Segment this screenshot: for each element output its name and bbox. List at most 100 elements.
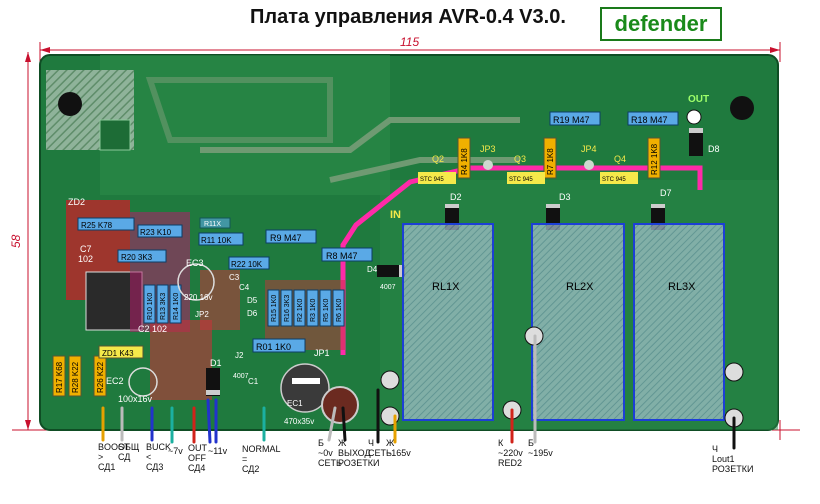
c3-label: C3 <box>229 273 240 282</box>
resistor-r19: R19 M47 <box>549 111 601 126</box>
d6-label: D6 <box>247 309 258 318</box>
q2-label: Q2 <box>432 154 444 164</box>
pad-square <box>99 119 131 151</box>
resistor-r11: R11 10K <box>198 232 244 246</box>
jp4-label: JP4 <box>581 144 597 154</box>
svg-text:R6 1K0: R6 1K0 <box>336 299 343 322</box>
d4-diode <box>377 265 405 277</box>
jp3-pad <box>483 160 493 170</box>
d8-label: D8 <box>708 144 720 154</box>
jp3-label: JP3 <box>480 144 496 154</box>
c7-label: C7 <box>80 244 92 254</box>
relay-rl3x: RL3X <box>633 223 725 421</box>
svg-text:R9 M47: R9 M47 <box>270 233 302 243</box>
d3-label: D3 <box>559 192 571 202</box>
height-dimension-label: 58 <box>9 234 23 248</box>
ec1-capacitor <box>280 363 330 413</box>
c1-label: C1 <box>248 377 259 386</box>
height-dimension: 58 <box>9 52 31 430</box>
mounting-hole-right <box>730 96 754 120</box>
d5-label: D5 <box>247 296 258 305</box>
jp1-label: JP1 <box>314 348 330 358</box>
svg-text:R8 M47: R8 M47 <box>326 251 358 261</box>
width-dimension: 115 <box>39 35 781 62</box>
resistor-r8: R8 M47 <box>321 247 373 262</box>
svg-text:R13 3K3: R13 3K3 <box>160 293 167 320</box>
resistor-r13: R13 3K3 <box>156 284 169 324</box>
resistor-r6: R6 1K0 <box>332 289 345 327</box>
transistor-q2: STC 945 <box>418 172 456 184</box>
wires <box>101 334 736 450</box>
d1-label: D1 <box>210 358 222 368</box>
ec1-mark <box>292 378 320 384</box>
svg-text:R20 3K3: R20 3K3 <box>121 253 153 262</box>
svg-text:R15 1K0: R15 1K0 <box>271 295 278 322</box>
resistor-r01: R01 1K0 <box>252 338 306 353</box>
fuse-holder <box>321 386 359 424</box>
svg-text:STC 945: STC 945 <box>420 177 444 183</box>
v7-label: ~7v <box>168 446 183 456</box>
transistor-q4: STC 945 <box>600 172 638 184</box>
svg-text:R14 1K0: R14 1K0 <box>173 293 180 320</box>
mounting-hole-left <box>58 92 82 116</box>
svg-text:R19 M47: R19 M47 <box>553 115 590 125</box>
d7-label: D7 <box>660 188 672 198</box>
v165-label: Ж~165v <box>386 438 411 458</box>
svg-text:R11X: R11X <box>204 221 221 228</box>
trace-magenta <box>340 165 703 355</box>
pad-set <box>380 370 400 390</box>
boost-label: BOOST>СД1 <box>98 442 130 472</box>
d1-diode <box>206 368 220 396</box>
v11-label: ~11v <box>208 446 228 456</box>
resistor-r5: R5 1K0 <box>319 289 332 327</box>
ec2-label: EC2 <box>106 376 124 386</box>
resistor-r20: R20 3K3 <box>117 249 167 263</box>
zd1-diode: ZD1 K43 <box>98 345 144 359</box>
width-dimension-label: 115 <box>400 35 419 49</box>
svg-text:R11 10K: R11 10K <box>201 236 232 245</box>
c4-label: C4 <box>239 283 250 292</box>
resistor-r22: R22 10K <box>228 256 270 270</box>
svg-text:R2 1K0: R2 1K0 <box>297 299 304 322</box>
svg-text:R7 1K8: R7 1K8 <box>546 148 555 175</box>
resistor-r26: R26 K22 <box>93 355 107 397</box>
resistor-r3: R3 1K0 <box>306 289 319 327</box>
pad-lout-top <box>724 362 744 382</box>
ec3-value: 220 16v <box>184 293 212 302</box>
svg-text:R22 10K: R22 10K <box>231 260 263 269</box>
resistor-r23: R23 K10 <box>137 224 183 238</box>
resistor-r16: R16 3K3 <box>280 289 293 327</box>
d8-diode <box>689 128 703 156</box>
svg-text:R12 1K8: R12 1K8 <box>650 143 659 175</box>
svg-text:R17 K68: R17 K68 <box>55 361 64 393</box>
resistor-r11x: R11X <box>199 217 231 229</box>
svg-text:R01 1K0: R01 1K0 <box>256 342 291 352</box>
resistor-r15: R15 1K0 <box>267 289 280 327</box>
svg-text:ZD1 K43: ZD1 K43 <box>102 349 134 358</box>
resistor-r10: R10 1K0 <box>143 284 156 324</box>
ec2-value: 100x16v <box>118 394 153 404</box>
q4-label: Q4 <box>614 154 626 164</box>
ec3-capacitor <box>177 263 215 301</box>
d4-label: D4 <box>367 265 378 274</box>
resistor-r18: R18 M47 <box>627 111 679 126</box>
resistor-r28: R28 K22 <box>68 355 82 397</box>
zd2-label: ZD2 <box>68 197 85 207</box>
resistor-r17: R17 K68 <box>52 355 66 397</box>
svg-text:R23 K10: R23 K10 <box>140 228 172 237</box>
resistor-r7: R7 1K8 <box>543 137 557 179</box>
d2-label: D2 <box>450 192 462 202</box>
jp2-label: JP2 <box>195 310 209 319</box>
svg-text:STC 945: STC 945 <box>602 177 626 183</box>
ec1-label: EC1 <box>287 399 303 408</box>
buck-label: BUCK<СД3 <box>146 442 171 472</box>
in-label: IN <box>390 209 401 221</box>
resistor-r12: R12 1K8 <box>647 137 661 179</box>
